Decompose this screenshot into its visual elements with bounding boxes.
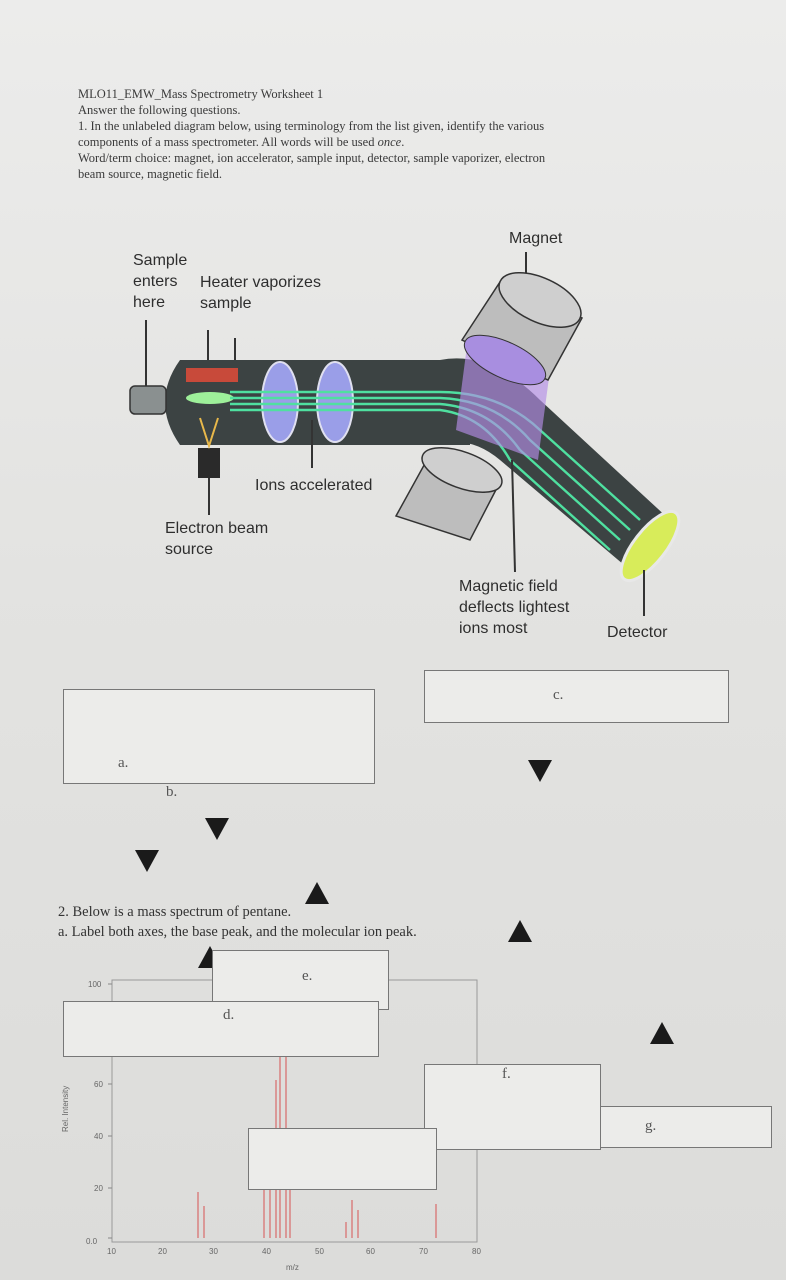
mass-spectrum-chart: 100 60 40 20 0.0 Rel. Intensity 10 20 30… [61, 979, 481, 1272]
mass-spectrometer-diagram [129, 252, 681, 616]
x-tick-50: 50 [315, 1247, 324, 1256]
label-magnet: Magnet [509, 230, 563, 247]
electron-beam-source-block [198, 448, 220, 478]
word-choice-line-1: Word/term choice: magnet, ion accelerato… [78, 151, 546, 165]
accelerator-plate-2 [316, 361, 354, 443]
answer-box-g[interactable] [600, 1106, 772, 1148]
x-tick-70: 70 [419, 1247, 428, 1256]
answer-label-g: g. [645, 1118, 657, 1134]
marker-triangle-down-a [135, 850, 159, 872]
y-axis-ticks [108, 983, 112, 1239]
accelerator-plate-1 [261, 361, 299, 443]
x-tick-20: 20 [158, 1247, 167, 1256]
electron-beam-rays [199, 417, 219, 450]
magnetic-field-pointer [511, 459, 516, 573]
label-detector: Detector [607, 624, 668, 641]
x-tick-30: 30 [209, 1247, 218, 1256]
x-tick-60: 60 [366, 1247, 375, 1256]
x-tick-40: 40 [262, 1247, 271, 1256]
question-2-line-1: 2. Below is a mass spectrum of pentane. [58, 904, 292, 920]
word-choice-line-2: beam source, magnetic field. [78, 167, 223, 181]
y-tick-100: 100 [88, 980, 102, 989]
label-magnetic-field-line-1: Magnetic field [459, 578, 558, 595]
answer-label-a: a. [118, 755, 129, 771]
instruction-text: Answer the following questions. [78, 103, 241, 117]
x-axis-label: m/z [286, 1263, 299, 1272]
marker-triangle-down-c [528, 760, 552, 782]
label-sample-enters: Sample enters here [133, 250, 187, 313]
marker-triangle-up-2 [508, 920, 532, 942]
label-sample-enters-line-2: enters [133, 273, 178, 290]
answer-label-d: d. [223, 1007, 235, 1023]
detector-plate [619, 509, 681, 583]
answer-box-c[interactable] [424, 670, 729, 723]
y-axis-label: Rel. Intensity [61, 1086, 70, 1132]
marker-triangle-up-4 [650, 1022, 674, 1044]
worksheet-header: MLO11_EMW_Mass Spectrometry Worksheet 1 … [78, 86, 718, 182]
answer-label-f: f. [502, 1066, 511, 1082]
label-heater: Heater vaporizes sample [200, 272, 321, 314]
answer-box-d[interactable] [63, 1001, 379, 1057]
y-tick-40: 40 [94, 1132, 103, 1141]
question-2-line-2: a. Label both axes, the base peak, and t… [58, 924, 417, 940]
x-tick-10: 10 [107, 1247, 116, 1256]
sample-input-cap [129, 385, 167, 415]
y-tick-20: 20 [94, 1184, 103, 1193]
label-ions-accelerated: Ions accelerated [255, 477, 373, 494]
answer-box-e[interactable] [212, 950, 389, 1010]
y-tick-60: 60 [94, 1080, 103, 1089]
question-1-line-1: 1. In the unlabeled diagram below, using… [78, 119, 545, 133]
q1-once-emphasis: once [377, 135, 402, 149]
lower-magnet [394, 447, 503, 541]
label-heater-line-1: Heater vaporizes [200, 274, 321, 291]
q1-line2-text: components of a mass spectrometer. All w… [78, 135, 378, 149]
label-sample-enters-line-1: Sample [133, 252, 188, 269]
label-heater-line-2: sample [200, 295, 252, 312]
heater-coil [186, 368, 238, 382]
label-magnetic-field: Magnetic field deflects lightest ions mo… [459, 576, 569, 639]
answer-box-f[interactable] [424, 1064, 601, 1150]
answer-label-e: e. [302, 968, 313, 984]
answer-box-a[interactable] [63, 689, 375, 784]
answer-box-extra[interactable] [248, 1128, 437, 1190]
label-magnetic-field-line-2: deflects lightest [459, 599, 570, 616]
sample-vapor [186, 392, 234, 404]
answer-label-c: c. [553, 687, 564, 703]
answer-label-b: b. [166, 784, 178, 800]
question-1-line-2: components of a mass spectrometer. All w… [78, 134, 718, 150]
marker-triangle-down-b [205, 818, 229, 840]
y-tick-0: 0.0 [86, 1237, 98, 1246]
label-sample-enters-line-3: here [133, 294, 166, 311]
label-electron-beam-line-2: source [165, 541, 214, 558]
label-electron-beam: Electron beam source [165, 518, 268, 560]
worksheet-title: MLO11_EMW_Mass Spectrometry Worksheet 1 [78, 87, 324, 101]
label-electron-beam-line-1: Electron beam [165, 520, 269, 537]
x-tick-80: 80 [472, 1247, 481, 1256]
label-magnetic-field-line-3: ions most [459, 620, 528, 637]
q1-period: . [401, 135, 405, 149]
upper-magnet [460, 271, 584, 386]
marker-triangle-up-1 [305, 882, 329, 904]
